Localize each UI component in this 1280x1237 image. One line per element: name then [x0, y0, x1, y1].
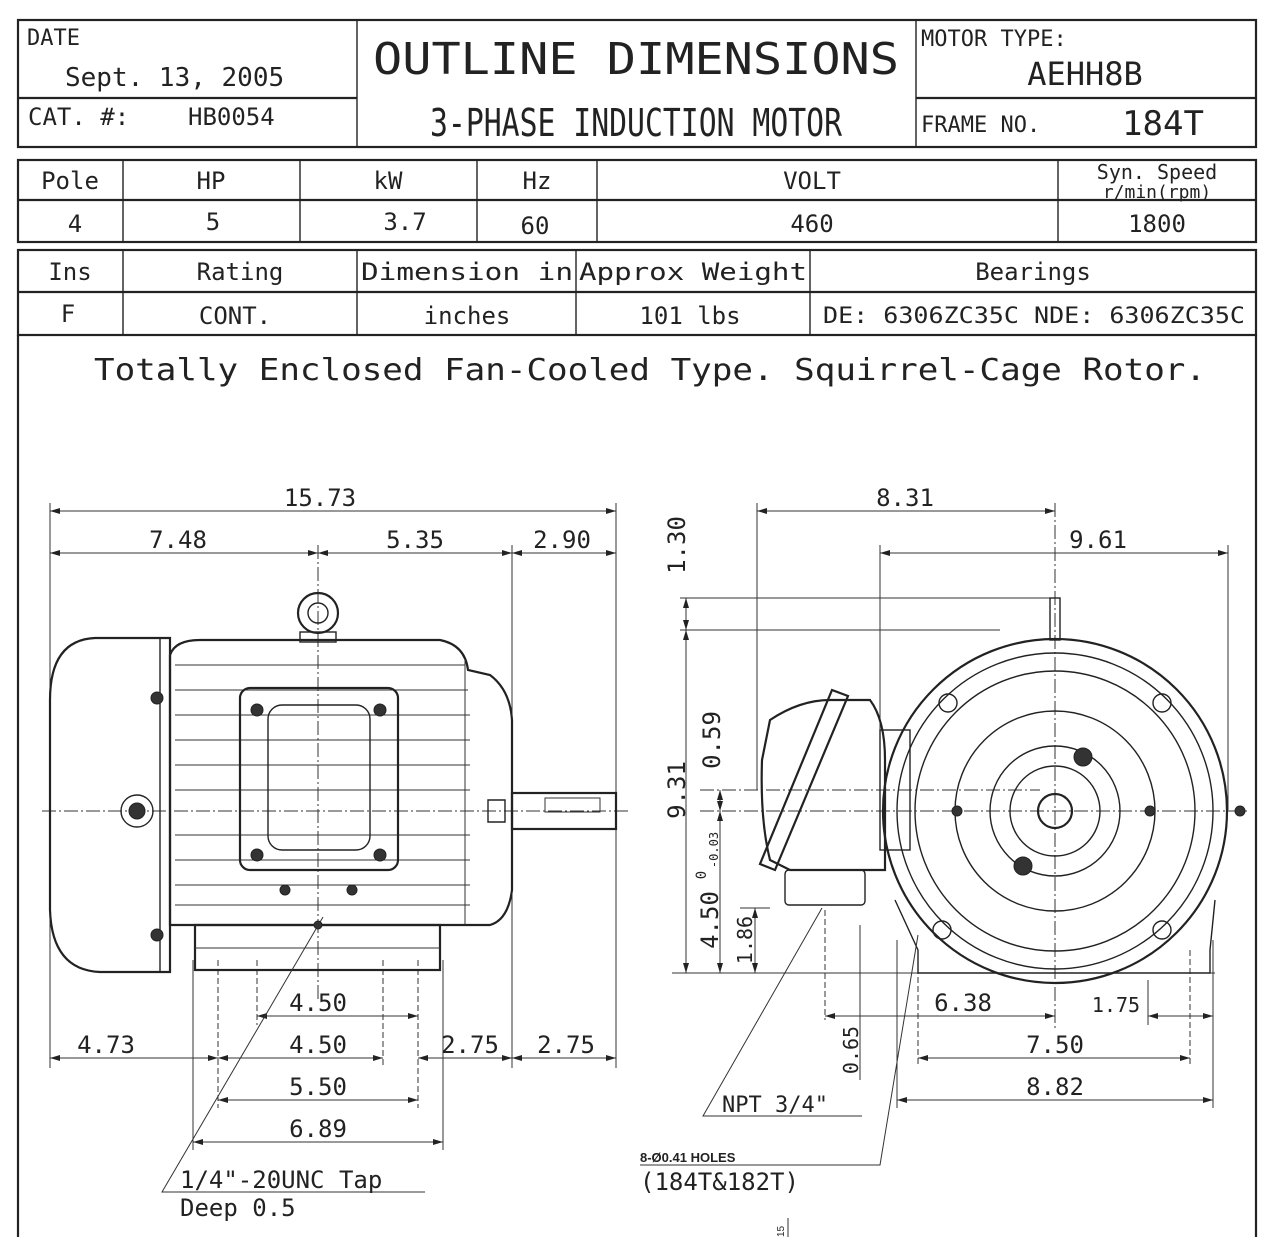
dim-1-86: 1.86 [733, 916, 757, 964]
value-volt: 460 [790, 210, 833, 238]
end-view: 8.31 9.61 1.30 9.31 0.59 4.50 0 -0.03 1.… [640, 484, 1250, 1237]
date-value: Sept. 13, 2005 [65, 63, 284, 93]
header-syn-speed: Syn. Speed [1097, 160, 1217, 184]
note-npt: NPT 3/4" [722, 1093, 828, 1118]
dim-6-38: 6.38 [934, 989, 992, 1017]
dim-1-30: 1.30 [663, 516, 691, 574]
ratings-table: Pole HP kW Hz VOLT Syn. Speed r/min(rpm)… [16, 158, 1258, 244]
value-bearings: DE: 6306ZC35C NDE: 6306ZC35C [823, 304, 1245, 329]
dim-9-31: 9.31 [663, 761, 691, 819]
note-small: 15 [776, 1225, 787, 1237]
date-label: DATE [27, 26, 80, 51]
header-rating: Rating [197, 258, 284, 286]
dim-4-73: 4.73 [77, 1031, 135, 1059]
value-dimension: inches [424, 302, 511, 330]
dim-8-82: 8.82 [1026, 1073, 1084, 1101]
note-deep: Deep 0.5 [180, 1194, 296, 1222]
value-ins: F [61, 300, 75, 328]
header-dimension: Dimension in [361, 258, 573, 286]
dim-9-61: 9.61 [1069, 526, 1127, 554]
dim-2-75-right: 2.75 [537, 1031, 595, 1059]
dim-4-50-upper: 4.50 [289, 989, 347, 1017]
note-tap: 1/4"-20UNC Tap [180, 1166, 382, 1194]
dim-6-89: 6.89 [289, 1115, 347, 1143]
dim-7-48: 7.48 [149, 526, 207, 554]
value-rating: CONT. [199, 302, 271, 330]
header-weight: Approx Weight [579, 258, 807, 286]
dim-0-65: 0.65 [839, 1026, 863, 1074]
header-ins: Ins [48, 258, 91, 286]
drawing-title: OUTLINE DIMENSIONS [373, 34, 899, 85]
cat-label: CAT. #: [28, 103, 129, 131]
header-pole: Pole [41, 167, 99, 195]
header-hz: Hz [523, 167, 552, 195]
title-block: DATE Sept. 13, 2005 CAT. #: HB0054 OUTLI… [16, 18, 1258, 149]
dim-2-90: 2.90 [533, 526, 591, 554]
dim-4-50-height: 4.50 [696, 891, 724, 949]
drawing-subtitle: 3-PHASE INDUCTION MOTOR [430, 101, 842, 145]
dim-5-50: 5.50 [289, 1073, 347, 1101]
header-bearings: Bearings [975, 258, 1091, 286]
value-weight: 101 lbs [639, 302, 740, 330]
motor-type-value: AEHH8B [1027, 55, 1143, 93]
header-rpm: r/min(rpm) [1103, 182, 1211, 203]
specs-table: Ins Rating Dimension in Approx Weight Be… [16, 248, 1258, 337]
frame-value: 184T [1122, 104, 1204, 144]
note-holes: 8-Ø0.41 HOLES [640, 1150, 736, 1165]
header-volt: VOLT [783, 167, 841, 195]
dim-overall-length: 15.73 [284, 484, 356, 512]
dim-1-75: 1.75 [1092, 993, 1140, 1017]
motor-type-label: MOTOR TYPE: [921, 27, 1067, 52]
dim-8-31: 8.31 [876, 484, 934, 512]
value-pole: 4 [68, 210, 82, 238]
motor-description: Totally Enclosed Fan-Cooled Type. Squirr… [94, 353, 1206, 388]
value-hp: 5 [206, 208, 220, 236]
value-kw: 3.7 [383, 208, 426, 236]
dim-0-59: 0.59 [698, 711, 726, 769]
frame-label: FRAME NO. [921, 113, 1040, 138]
header-kw: kW [374, 167, 403, 195]
dim-4-50-lower: 4.50 [289, 1031, 347, 1059]
cat-value: HB0054 [188, 103, 275, 131]
side-view: 15.73 7.48 5.35 2.90 4.50 4.73 4.50 2.75… [42, 484, 628, 1222]
note-frames: (184T&182T) [640, 1168, 799, 1196]
dim-4-50-tol-lower: -0.03 [707, 832, 721, 868]
value-hz: 60 [521, 212, 550, 240]
dim-5-35: 5.35 [386, 526, 444, 554]
dim-7-50: 7.50 [1026, 1031, 1084, 1059]
header-hp: HP [197, 167, 226, 195]
value-syn-speed: 1800 [1128, 210, 1186, 238]
dim-4-50-tol-upper: 0 [694, 871, 710, 879]
dim-2-75-left: 2.75 [441, 1031, 499, 1059]
